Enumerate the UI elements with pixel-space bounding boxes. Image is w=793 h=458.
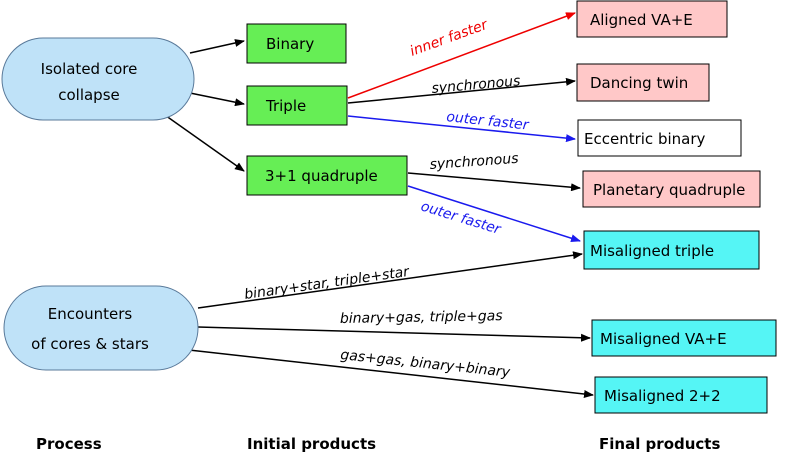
initial-quadruple-box: 3+1 quadruple: [246, 155, 408, 196]
edges: [161, 12, 594, 398]
label-synchronous-triple: synchronous: [431, 73, 521, 97]
process-encounters-line2: of cores & stars: [31, 335, 149, 353]
initial-binary-label: Binary: [266, 35, 314, 53]
column-header-initial: Initial products: [247, 435, 376, 453]
final-misaligned-22-label: Misaligned 2+2: [604, 387, 721, 405]
final-aligned-vae-label: Aligned VA+E: [590, 11, 693, 29]
process-isolated-line1: Isolated core: [41, 60, 138, 78]
final-dancing-twin-box: Dancing twin: [576, 63, 710, 102]
initial-quadruple-label: 3+1 quadruple: [265, 167, 378, 185]
edge-isolated-binary: [189, 39, 245, 54]
edge-quad-misaligned-triple: [407, 185, 581, 243]
final-misaligned-triple-box: Misaligned triple: [583, 230, 760, 270]
column-header-process: Process: [36, 435, 102, 453]
initial-triple-box: Triple: [246, 85, 348, 126]
initial-binary-box: Binary: [246, 23, 347, 64]
process-encounters-line1: Encounters: [48, 305, 133, 323]
edge-encounters-misaligned-vae: [197, 326, 591, 342]
final-eccentric-binary-box: Eccentric binary: [577, 119, 742, 157]
final-misaligned-vae-label: Misaligned VA+E: [600, 330, 727, 348]
edge-triple-dancing-twin: [347, 77, 576, 104]
process-node-encounters: Encounters of cores & stars: [3, 285, 199, 371]
final-misaligned-22-box: Misaligned 2+2: [594, 376, 768, 414]
final-planetary-quadruple-box: Planetary quadruple: [582, 170, 761, 208]
final-eccentric-binary-label: Eccentric binary: [584, 130, 705, 148]
label-outer-faster-quad: outer faster: [419, 199, 504, 239]
edge-isolated-quadruple: [161, 112, 245, 172]
final-misaligned-vae-box: Misaligned VA+E: [591, 319, 777, 357]
edge-isolated-triple: [189, 92, 245, 107]
column-header-final: Final products: [599, 435, 720, 453]
edge-triple-eccentric: [347, 115, 576, 143]
process-isolated-line2: collapse: [58, 86, 120, 104]
final-planetary-quadruple-label: Planetary quadruple: [593, 181, 745, 199]
edge-encounters-misaligned-triple: [197, 251, 583, 309]
label-inner-faster: inner faster: [408, 17, 491, 60]
label-binary-gas: binary+gas, triple+gas: [340, 308, 503, 327]
process-node-isolated: Isolated core collapse: [1, 37, 195, 121]
final-aligned-vae-box: Aligned VA+E: [576, 0, 728, 38]
edge-triple-aligned-vae: [347, 12, 576, 99]
edge-quad-planetary: [407, 172, 581, 192]
label-binary-star: binary+star, triple+star: [243, 264, 411, 303]
edge-encounters-misaligned-22: [179, 348, 594, 398]
final-dancing-twin-label: Dancing twin: [590, 74, 688, 92]
initial-triple-label: Triple: [265, 97, 306, 115]
final-misaligned-triple-label: Misaligned triple: [590, 242, 714, 260]
edge-labels: inner faster synchronous outer faster sy…: [243, 17, 530, 381]
label-synchronous-quad: synchronous: [429, 151, 519, 173]
